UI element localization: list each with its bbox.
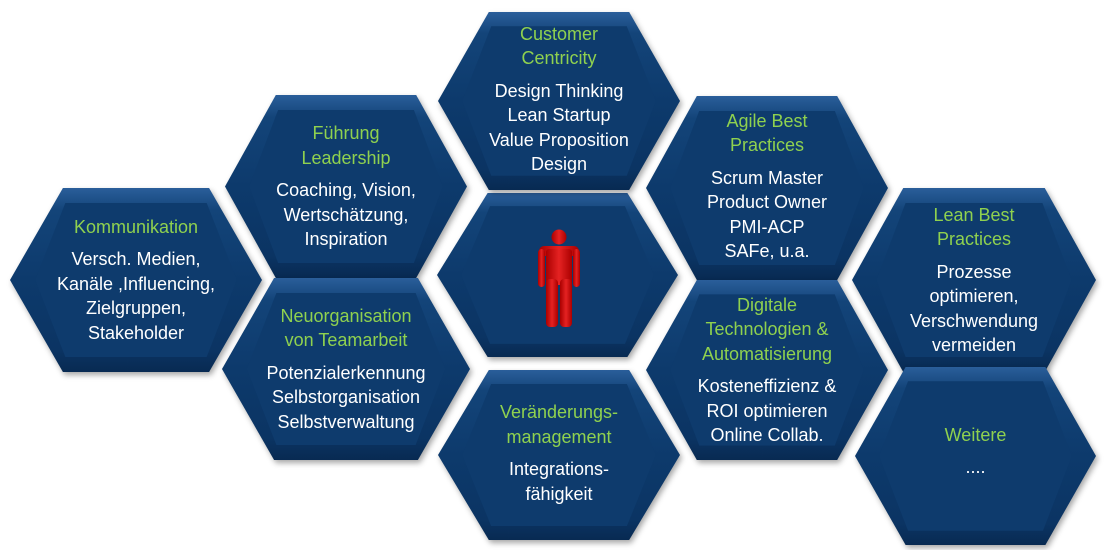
hexagon-title: Kommunikation [74,215,198,240]
hexagon-title: Weitere [945,423,1007,448]
body-line: Lean Startup [507,105,611,125]
title-line: management [506,426,612,447]
title-line: Practices [729,135,804,155]
body-line: ROI optimieren [706,400,828,421]
title-line: Veränderungs- [499,402,619,422]
body-line: Kanäle ,Influencing, [56,273,216,294]
body-line: Kosteneffizienz & [697,376,837,396]
hexagon-body: Integrations-fähigkeit [509,457,609,506]
body-line: Coaching, Vision, [276,180,416,201]
body-line: Selbstorganisation [271,387,421,408]
body-line: Selbstverwaltung [277,411,415,432]
title-line: Technologien & [705,319,829,339]
body-line: Wertschätzung, [283,204,409,225]
body-line: Design [530,154,587,174]
title-line: Leadership [301,147,391,168]
body-line: PMI-ACP [729,216,805,237]
title-line: Centricity [521,48,597,68]
body-line: optimieren, [929,286,1019,306]
hexagon-body: Versch. Medien, Kanäle ,Influencing, Zielg… [57,247,215,345]
body-line: Product Owner [706,192,828,212]
body-line: Versch. Medien, [71,249,201,270]
title-line: Kommunikation [73,216,199,237]
hexagon-weitere: Weitere.... [855,367,1096,545]
person-icon [538,229,580,327]
title-line: Automatisierung [701,343,833,364]
title-line: Weitere [944,424,1007,445]
title-line: Digitale [736,294,797,315]
hexagon-title: Neuorganisation von Teamarbeit [280,304,411,353]
title-line: Lean Best [933,204,1015,225]
hexagon-body: Coaching, Vision, Wertschätzung, Inspirati… [276,178,416,252]
body-line: vermeiden [931,335,1017,355]
body-line: Inspiration [304,229,388,250]
body-line: Scrum Master [710,167,824,188]
body-line: Value Proposition [489,129,629,150]
body-line: Prozesse [936,261,1012,282]
body-line: Integrations- [508,459,610,479]
title-line: Agile Best [726,110,808,131]
body-line: Online Collab. [710,425,824,445]
body-line: Zielgruppen, [85,298,187,319]
body-line: .... [965,457,986,477]
title-line: Customer [519,23,599,44]
title-line: Führung [312,123,380,144]
hexagon-body: Prozesse optimieren, Verschwendung vermeide… [910,260,1038,358]
title-line: Practices [936,229,1012,249]
hexagon-title: Veränderungs-management [500,400,618,449]
hexagon-body: .... [965,455,985,480]
body-line: Potenzialerkennung [266,362,426,383]
hexagon-center [437,193,678,357]
body-line: SAFe, u.a. [724,241,810,261]
body-line: Verschwendung [909,310,1039,331]
title-line: von Teamarbeit [284,330,408,351]
body-line: Stakeholder [87,322,185,343]
title-line: Neuorganisation [280,305,412,326]
body-line: Design Thinking [494,80,624,101]
body-line: fähigkeit [525,483,593,504]
